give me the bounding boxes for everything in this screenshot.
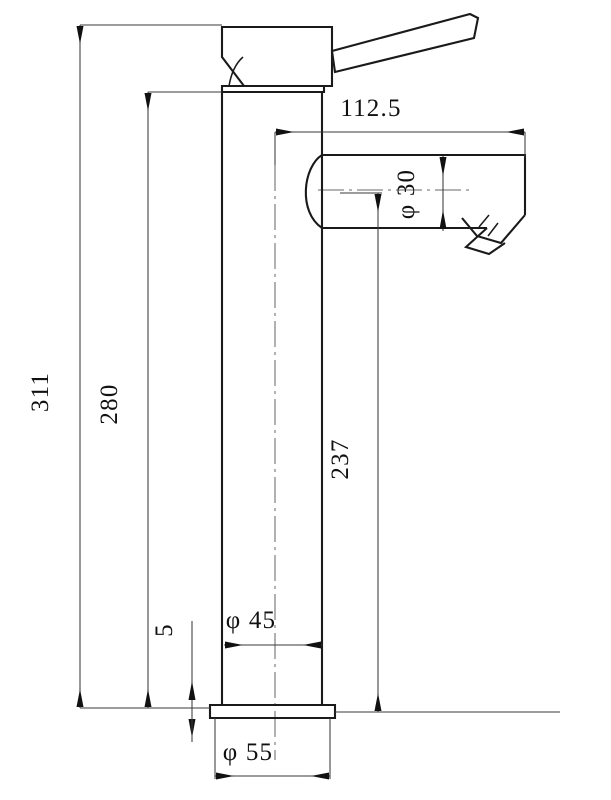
body-column bbox=[220, 92, 324, 705]
dimension-label-280: 280 bbox=[96, 383, 123, 424]
dimension-label-112-5: 112.5 bbox=[340, 95, 401, 122]
dimension-spout-reach: 112.5 bbox=[274, 95, 526, 165]
dimension-spout-diameter: φ 30 bbox=[393, 156, 447, 231]
aerator bbox=[461, 214, 526, 256]
dimension-label-5: 5 bbox=[151, 623, 178, 637]
centerline bbox=[274, 165, 470, 760]
dimension-body-diameter: φ 45 bbox=[224, 607, 322, 649]
dimension-flange-thickness: 5 bbox=[80, 621, 210, 742]
dimension-base-diameter: φ 55 bbox=[214, 718, 331, 780]
faucet-outline-group bbox=[208, 12, 527, 720]
dimension-label-phi-55: φ 55 bbox=[223, 739, 273, 766]
base-flange bbox=[208, 703, 337, 720]
dimension-label-phi-30: φ 30 bbox=[393, 169, 420, 219]
dimension-spout-height: 237 bbox=[327, 192, 560, 713]
dimension-label-phi-45: φ 45 bbox=[226, 607, 276, 634]
dimension-label-311: 311 bbox=[27, 372, 54, 412]
handle-lever bbox=[330, 12, 480, 74]
handle-collar bbox=[220, 84, 326, 94]
dimension-label-237: 237 bbox=[327, 438, 354, 479]
dimension-body-height: 280 bbox=[96, 91, 222, 708]
